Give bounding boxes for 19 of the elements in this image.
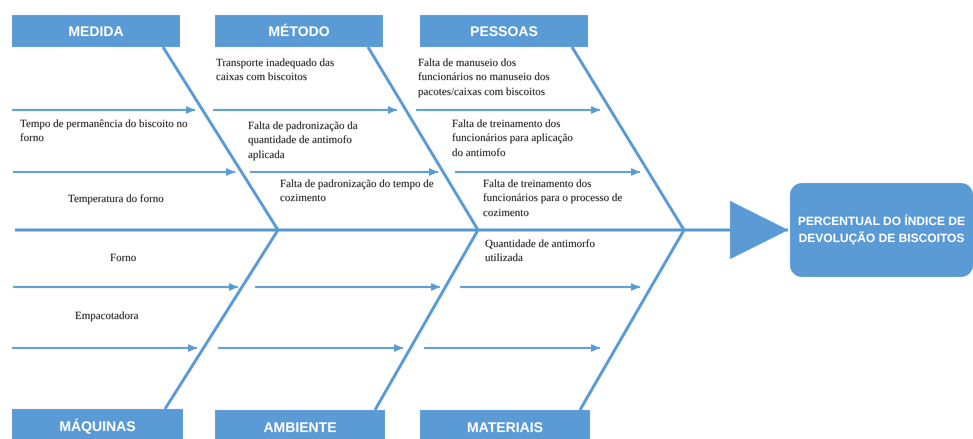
cause-text: Falta de treinamento dos funcionários para aplicação do antimofo bbox=[452, 117, 574, 160]
cause-text: Empacotadora bbox=[75, 309, 140, 324]
cause-text: Falta de manuseio dos funcionários no manuseio dos pacotes/caixas com biscoitos bbox=[418, 56, 551, 99]
category-box: MEDIDA bbox=[12, 15, 180, 47]
category-box: MATERIAIS bbox=[420, 410, 590, 439]
cause-text: Quantidade de antimorfo utilizada bbox=[485, 237, 596, 266]
cause-text: Falta de padronização da quantidade de antimofo aplicada bbox=[248, 119, 359, 162]
bone-arrow bbox=[578, 201, 788, 411]
effect-box: PERCENTUAL DO ÍNDICE DE DEVOLUÇÃO DE BISCOITOS bbox=[790, 183, 973, 277]
cause-text: Tempo de permanência do biscoito no forno bbox=[20, 117, 189, 146]
cause-text: Falta de treinamento dos funcionários para o processo de cozimento bbox=[483, 177, 624, 220]
cause-text: Transporte inadequado das caixas com biscoitos bbox=[216, 56, 336, 85]
category-box: PESSOAS bbox=[420, 15, 588, 47]
category-box: AMBIENTE bbox=[215, 410, 385, 439]
cause-text: Falta de padronização do tempo de cozimento bbox=[280, 177, 435, 206]
cause-text: Temperatura do forno bbox=[68, 192, 165, 206]
category-box: MÁQUINAS bbox=[12, 409, 183, 439]
category-box: MÉTODO bbox=[215, 15, 383, 47]
cause-text: Forno bbox=[110, 251, 138, 266]
